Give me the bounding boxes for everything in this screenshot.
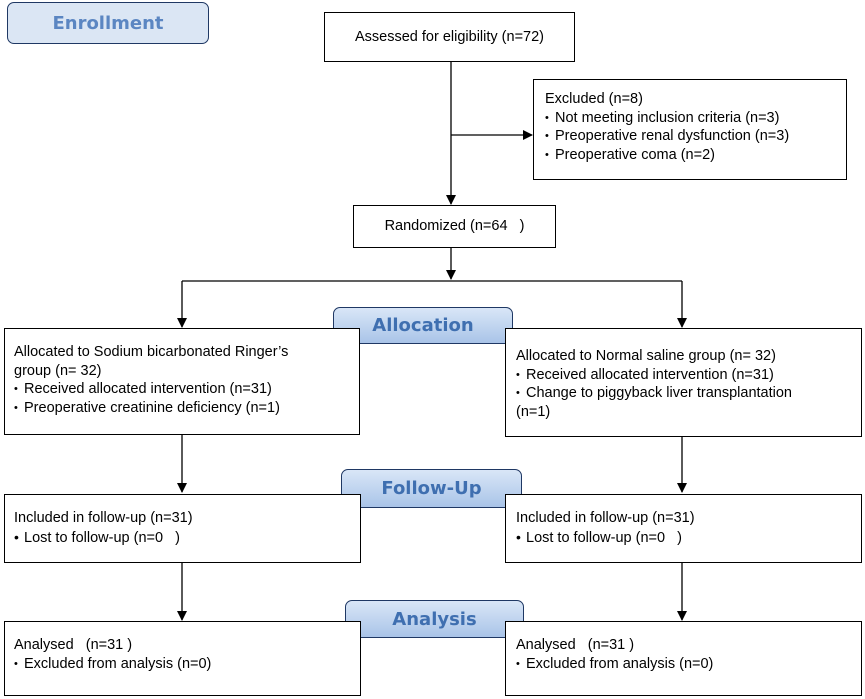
stage-analysis-label: Analysis	[392, 608, 477, 630]
analysis-right-box: Analysed (n=31 ) •Excluded from analysis…	[505, 621, 862, 696]
analysis-left-item: •Excluded from analysis (n=0)	[14, 655, 212, 672]
assessed-box: Assessed for eligibility (n=72)	[324, 12, 575, 62]
allocation-right-title: Allocated to Normal saline group (n= 32)	[516, 348, 776, 364]
followup-left-box: Included in follow-up (n=31) •Lost to fo…	[4, 494, 361, 563]
excluded-item: •Not meeting inclusion criteria (n=3)	[545, 109, 780, 126]
allocation-right-item: •Change to piggyback liver transplantati…	[516, 385, 792, 401]
bullet-icon: •	[14, 383, 18, 395]
followup-right-box: Included in follow-up (n=31) •Lost to fo…	[505, 494, 862, 563]
bullet-icon: •	[14, 657, 18, 670]
allocation-left-box: Allocated to Sodium bicarbonated Ringer’…	[4, 328, 360, 435]
analysis-right-title: Analysed (n=31 )	[516, 637, 635, 653]
allocation-left-title-line2: group (n= 32)	[14, 362, 102, 379]
allocation-left-item: •Preoperative creatinine deficiency (n=1…	[14, 399, 280, 416]
stage-analysis: Analysis	[345, 600, 524, 638]
excluded-item: •Preoperative renal dysfunction (n=3)	[545, 128, 790, 144]
allocation-right-box: Allocated to Normal saline group (n= 32)…	[505, 328, 862, 437]
bullet-icon: •	[516, 387, 520, 399]
followup-right-title: Included in follow-up (n=31)	[516, 510, 695, 526]
allocation-right-continuation: (n=1)	[516, 403, 551, 420]
stage-enrollment-label: Enrollment	[52, 12, 164, 34]
excluded-box: Excluded (n=8) •Not meeting inclusion cr…	[533, 79, 847, 180]
followup-left-title: Included in follow-up (n=31)	[14, 510, 193, 526]
bullet-icon: •	[14, 528, 19, 545]
analysis-right-item: •Excluded from analysis (n=0)	[516, 655, 714, 672]
bullet-icon: •	[516, 368, 520, 381]
allocation-left-title-line1: Allocated to Sodium bicarbonated Ringer’…	[14, 344, 289, 360]
excluded-title: Excluded (n=8)	[545, 91, 643, 107]
followup-left-item: •Lost to follow-up (n=0 )	[14, 528, 180, 546]
excluded-item: •Preoperative coma (n=2)	[545, 146, 715, 163]
stage-follow-up: Follow-Up	[341, 469, 522, 508]
stage-allocation: Allocation	[333, 307, 513, 344]
stage-follow-up-label: Follow-Up	[381, 478, 482, 499]
assessed-text: Assessed for eligibility (n=72)	[355, 28, 544, 45]
analysis-left-title: Analysed (n=31 )	[14, 637, 133, 653]
bullet-icon: •	[545, 111, 549, 124]
analysis-left-box: Analysed (n=31 ) •Excluded from analysis…	[4, 621, 361, 696]
stage-allocation-label: Allocation	[372, 315, 474, 336]
randomized-text: Randomized (n=64 )	[384, 218, 525, 235]
bullet-icon: •	[14, 401, 18, 414]
bullet-icon: •	[545, 130, 549, 142]
allocation-left-item: •Received allocated intervention (n=31)	[14, 381, 272, 397]
stage-enrollment: Enrollment	[7, 2, 209, 44]
allocation-right-item: •Received allocated intervention (n=31)	[516, 366, 774, 383]
followup-right-item: •Lost to follow-up (n=0 )	[516, 528, 682, 546]
bullet-icon: •	[516, 528, 521, 545]
bullet-icon: •	[545, 148, 549, 161]
bullet-icon: •	[516, 657, 520, 670]
randomized-box: Randomized (n=64 )	[353, 205, 556, 248]
